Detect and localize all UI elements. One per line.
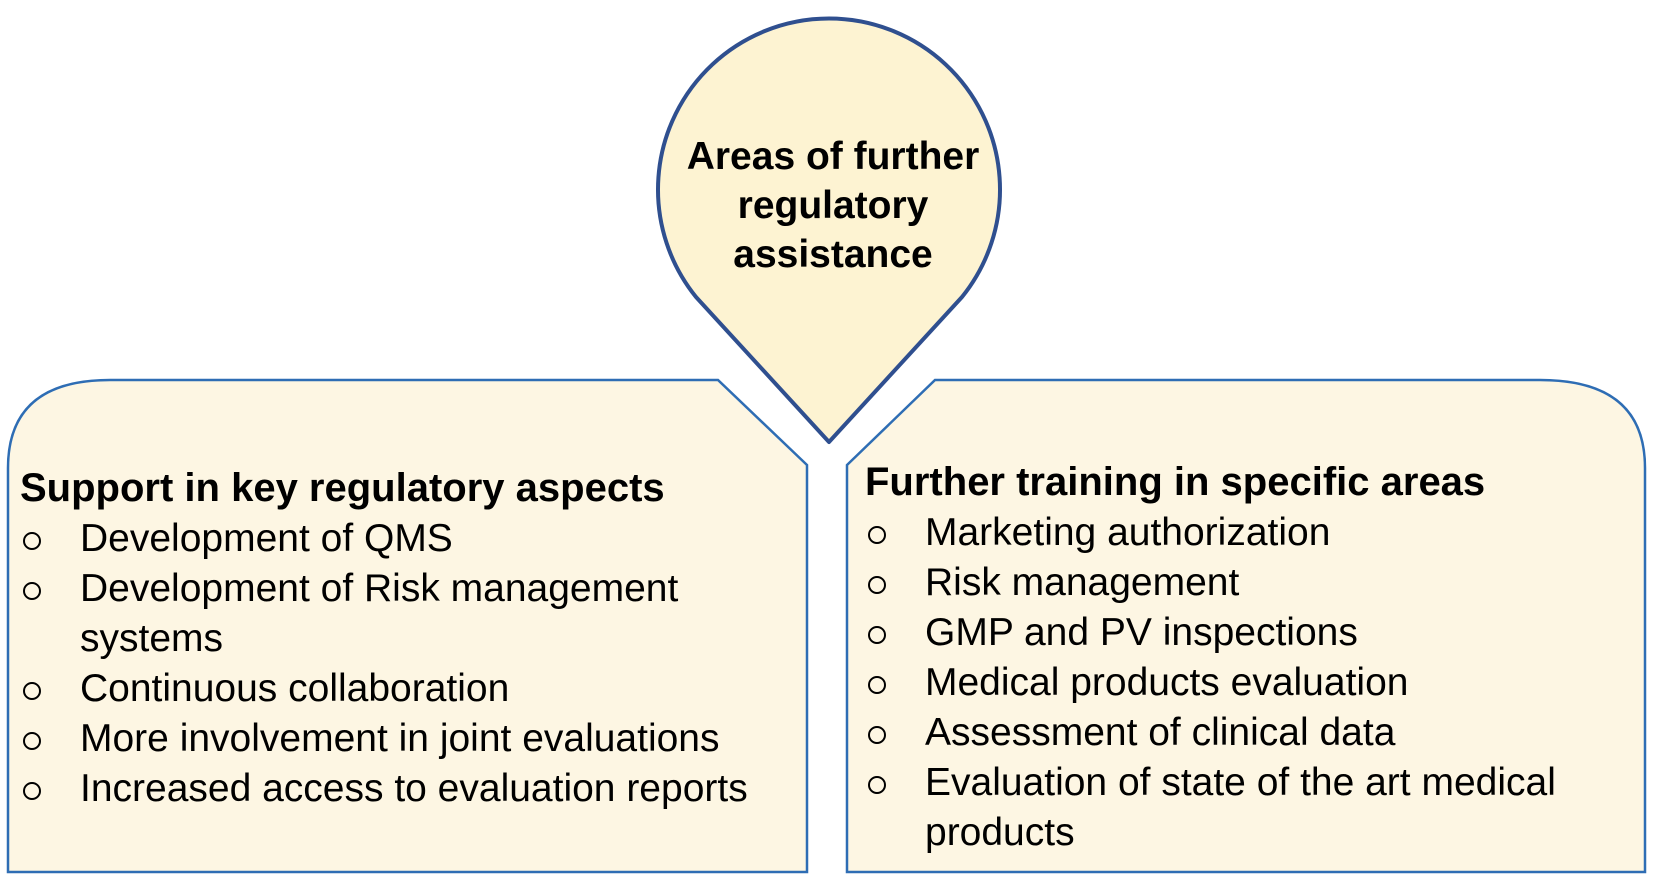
list-item: Continuous collaboration xyxy=(20,664,810,714)
list-item: Increased access to evaluation reports xyxy=(20,764,810,814)
right-panel-list: Marketing authorization Risk management … xyxy=(865,508,1635,858)
list-item: Risk management xyxy=(865,558,1635,608)
list-item: Development of QMS xyxy=(20,514,810,564)
hub-title: Areas of further regulatory assistance xyxy=(686,135,980,276)
list-item: Assessment of clinical data xyxy=(865,708,1635,758)
right-panel: Further training in specific areas Marke… xyxy=(865,457,1635,858)
left-panel: Support in key regulatory aspects Develo… xyxy=(20,463,810,814)
left-panel-shape xyxy=(6,378,809,874)
right-panel-heading: Further training in specific areas xyxy=(865,460,1486,504)
right-panel-shape xyxy=(845,378,1647,874)
hub-pin-shape xyxy=(656,16,1002,444)
list-item: Development of Risk management systems xyxy=(20,564,810,664)
list-item: Marketing authorization xyxy=(865,508,1635,558)
left-panel-list: Development of QMS Development of Risk m… xyxy=(20,514,810,814)
list-item: GMP and PV inspections xyxy=(865,608,1635,658)
list-item: More involvement in joint evaluations xyxy=(20,714,810,764)
left-panel-heading: Support in key regulatory aspects xyxy=(20,466,665,510)
list-item: Medical products evaluation xyxy=(865,658,1635,708)
list-item: Evaluation of state of the art medical p… xyxy=(865,758,1635,858)
